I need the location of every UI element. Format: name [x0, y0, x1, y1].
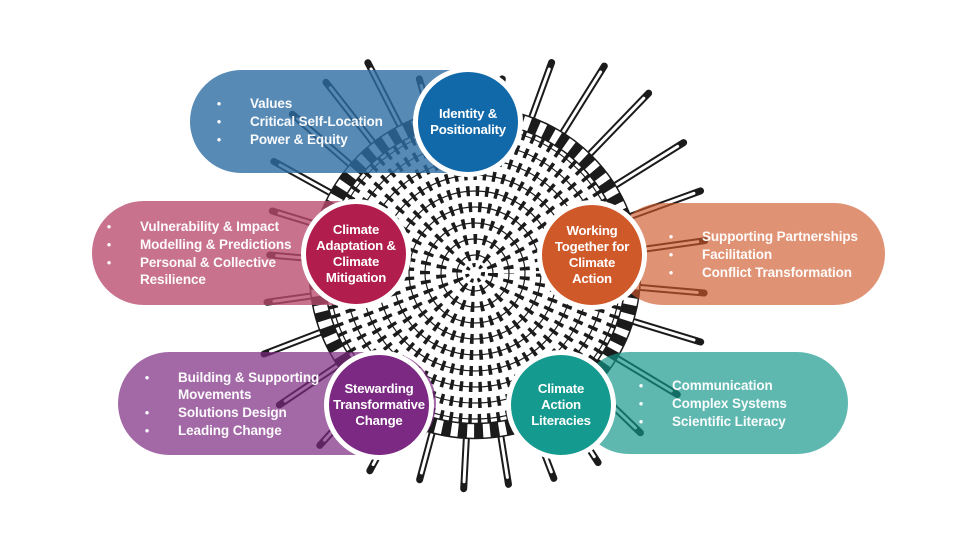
bullet-marker-icon: •: [144, 369, 150, 385]
topic-circle-identity: Identity &Positionality: [413, 67, 523, 177]
bullet-text: Critical Self-Location: [250, 114, 383, 129]
label-line: Action: [541, 397, 581, 412]
pill-bullet-list: • Supporting Partnerships • Facilitation • Co…: [664, 227, 885, 282]
bullet-text: Power & Equity: [250, 132, 348, 147]
bullet-item: • Critical Self-Location: [212, 113, 520, 130]
label-line: Stewarding: [344, 381, 414, 396]
label-line: Climate: [568, 255, 616, 270]
label-line: Action: [572, 271, 612, 286]
bullet-marker-icon: •: [144, 422, 150, 438]
bullet-text: Leading Change: [178, 422, 282, 438]
bullet-marker-icon: •: [638, 413, 644, 429]
bullet-item: • Complex Systems: [634, 395, 848, 412]
topic-pill-climate-literacies: • Communication • Complex Systems • Scientifi…: [578, 352, 848, 454]
bullet-marker-icon: •: [216, 96, 222, 111]
bullet-item: • Communication: [634, 377, 848, 394]
bullet-text: Facilitation: [702, 246, 773, 262]
bullet-item: • Solutions Design: [140, 404, 436, 421]
bullet-marker-icon: •: [216, 114, 222, 129]
bullet-item: • Modelling & Predictions: [102, 236, 410, 253]
bullet-marker-icon: •: [638, 377, 644, 393]
bullet-marker-icon: •: [668, 264, 674, 280]
topic-pill-working-together: • Supporting Partnerships • Facilitation • Co…: [612, 203, 885, 305]
label-line: Climate: [332, 222, 380, 237]
label-line: Literacies: [531, 413, 591, 428]
label-line: Positionality: [430, 122, 506, 137]
bullet-text: Vulnerability & Impact: [140, 219, 280, 234]
bullet-item: • Power & Equity: [212, 131, 520, 148]
label-line: Mitigation: [325, 270, 387, 285]
label-line: Working: [566, 223, 618, 238]
bullet-item: • Supporting Partnerships: [664, 228, 885, 245]
bullet-marker-icon: •: [216, 132, 222, 147]
label-line: Identity &: [438, 106, 498, 121]
bullet-item: • Leading Change: [140, 422, 436, 439]
label-line: Change: [355, 413, 403, 428]
label-line: Together for: [554, 239, 630, 254]
bullet-marker-icon: •: [668, 228, 674, 244]
bullet-text: Supporting Partnerships: [702, 228, 858, 244]
label-line: Adaptation &: [316, 238, 396, 253]
bullet-text: Solutions Design: [178, 404, 287, 420]
pill-bullet-list: • Communication • Complex Systems • Scientifi…: [634, 376, 848, 431]
bullet-item: • Facilitation: [664, 246, 885, 263]
bullet-marker-icon: •: [106, 237, 112, 252]
bullet-text: Modelling & Predictions: [140, 237, 292, 252]
bullet-text: Scientific Literacy: [672, 413, 786, 429]
bullet-marker-icon: •: [668, 246, 674, 262]
bullet-text: Communication: [672, 377, 773, 393]
label-line: Transformative: [333, 397, 425, 412]
bullet-marker-icon: •: [106, 255, 112, 270]
circle-label: Identity &Positionality: [419, 106, 517, 138]
bullet-text: Conflict Transformation: [702, 264, 852, 280]
bullet-marker-icon: •: [144, 404, 150, 420]
bullet-text: Values: [250, 96, 293, 111]
bullet-item: • Vulnerability & Impact: [102, 218, 410, 235]
bullet-item: • Values: [212, 95, 520, 112]
bullet-text: Complex Systems: [672, 395, 787, 411]
bullet-item: • Conflict Transformation: [664, 264, 885, 281]
bullet-item: • Scientific Literacy: [634, 413, 848, 430]
bullet-marker-icon: •: [638, 395, 644, 411]
pill-bullet-list: • Vulnerability & Impact • Modelling & Pred…: [102, 217, 410, 289]
label-line: Climate: [332, 254, 380, 269]
label-line: Climate: [537, 381, 585, 396]
pill-bullet-list: • Values • Critical Self-Location • Power & E…: [212, 94, 520, 149]
bullet-marker-icon: •: [106, 219, 112, 234]
